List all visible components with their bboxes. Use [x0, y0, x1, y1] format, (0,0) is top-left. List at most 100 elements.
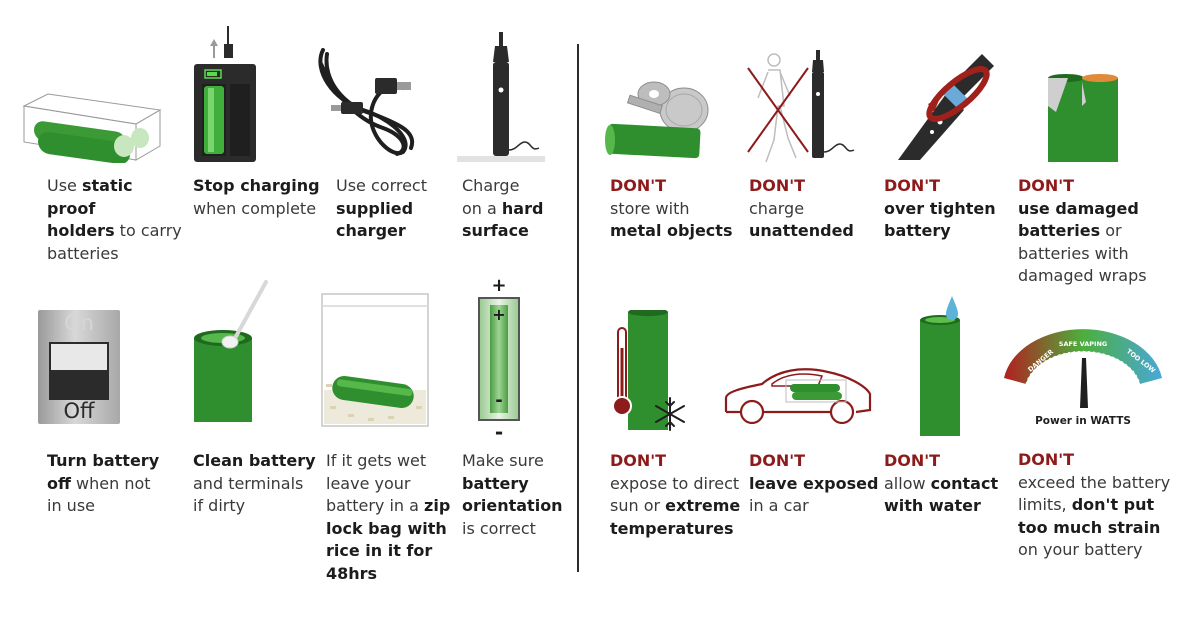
tip-orientation-caption: Make sure battery orientation is correct [462, 450, 563, 540]
tip-static-holders-caption: Use static proof holders to carry batteries [47, 175, 182, 265]
caption-emphasis: with water [884, 496, 981, 515]
dont-label: DON'T [749, 176, 806, 195]
caption-emphasis: battery [884, 221, 951, 240]
caption-emphasis: Clean battery [193, 451, 316, 470]
dont-label: DON'T [610, 176, 667, 195]
caption-emphasis: extreme [665, 496, 741, 515]
battery-body: + - [478, 297, 520, 421]
caption-text: and terminals [193, 473, 304, 493]
switch-on-label: On [64, 311, 94, 335]
terminal-plus-inside: + [492, 305, 506, 324]
caption-text: to carry [114, 221, 182, 240]
caption-text: in a car [749, 496, 809, 515]
terminal-minus-inside: - [495, 390, 503, 411]
charger-icon [194, 26, 256, 162]
caption-text: sun or [610, 496, 666, 515]
caption-text: damaged wraps [1018, 266, 1147, 285]
dont-label: DON'T [884, 451, 941, 470]
caption-text: Make sure [462, 451, 544, 470]
caption-text: on a [462, 198, 502, 218]
vape-pen-charging-icon [457, 32, 545, 162]
caption-emphasis: battery [462, 473, 529, 493]
dont-label: DON'T [884, 176, 941, 195]
tip-hard-surface-caption: Charge on a hard surface [462, 175, 543, 243]
caption-text: leave your [326, 473, 411, 493]
dont-label: DON'T [610, 451, 667, 470]
warn-damaged-caption: DON'T use damaged batteries or batteries wi… [1018, 175, 1147, 288]
caption-text: is correct [462, 518, 536, 538]
caption-emphasis: metal objects [610, 221, 733, 240]
battery-orientation-icon: + + - - [478, 275, 520, 442]
unattended-charging-icon [747, 50, 855, 163]
caption-text: when not [70, 473, 151, 493]
caption-text: batteries [47, 243, 119, 263]
caption-text: battery in a [326, 496, 425, 515]
caption-emphasis: off [47, 473, 71, 493]
caption-emphasis: leave exposed [749, 473, 879, 493]
caption-emphasis: proof [47, 198, 96, 218]
caption-emphasis: holders [47, 221, 115, 240]
usb-cable-icon [318, 48, 415, 156]
warn-car-caption: DON'T leave exposed in a car [749, 450, 878, 518]
dont-label: DON'T [1018, 450, 1075, 469]
battery-inner-cell [490, 305, 508, 413]
caption-emphasis: zip [424, 496, 451, 515]
caption-emphasis: batteries [1018, 221, 1101, 240]
caption-emphasis: orientation [462, 496, 563, 515]
tip-zip-lock-caption: If it gets wet leave your battery in a zip… [326, 450, 450, 585]
caption-text: if dirty [193, 496, 246, 515]
caption-emphasis: supplied [336, 198, 414, 218]
caption-emphasis: static [81, 176, 133, 195]
terminal-plus-outside: + [491, 275, 507, 296]
dont-label: DON'T [749, 451, 806, 470]
gauge-axis-label: Power in WATTS [1035, 415, 1131, 427]
tip-clean-battery-caption: Clean battery and terminals if dirty [193, 450, 316, 518]
caption-emphasis: temperatures [610, 518, 734, 538]
caption-emphasis: over tighten [884, 198, 996, 218]
switch-off-label: Off [63, 399, 95, 423]
caption-emphasis: don't put [1071, 495, 1155, 514]
gauge-zone-safe: SAFE VAPING [1059, 340, 1107, 348]
caption-emphasis: hard [501, 198, 544, 218]
cotton-swab-battery-icon [194, 280, 268, 422]
warn-metal-objects-caption: DON'T store with metal objects [610, 175, 732, 243]
caption-emphasis: too much strain [1018, 517, 1161, 537]
caption-emphasis: rice in it for [326, 541, 433, 560]
caption-text: charge [749, 198, 805, 218]
over-tighten-icon [898, 54, 994, 160]
thermometer-snowflake-icon [612, 310, 685, 431]
caption-text: Use correct [336, 176, 427, 195]
caption-emphasis: 48hrs [326, 563, 378, 583]
caption-text: when complete [193, 198, 317, 218]
caption-text: If it gets wet [326, 451, 427, 470]
caption-text: on your battery [1018, 540, 1143, 559]
caption-text: or [1100, 221, 1122, 240]
caption-text: store with [610, 198, 690, 218]
dont-label: DON'T [1018, 176, 1075, 195]
warn-over-tighten-caption: DON'T over tighten battery [884, 175, 996, 243]
caption-text: Use [47, 176, 82, 195]
warn-temperatures-caption: DON'T expose to direct sun or extreme tempe… [610, 450, 740, 540]
caption-text: allow [884, 473, 931, 493]
caption-emphasis: use damaged [1018, 198, 1139, 218]
water-drop-battery-icon [920, 296, 960, 436]
caption-text: batteries with [1018, 243, 1129, 263]
caption-emphasis: surface [462, 221, 529, 240]
caption-text: exceed the battery [1018, 472, 1171, 492]
caption-text: in use [47, 496, 95, 515]
damaged-batteries-icon [1048, 74, 1118, 162]
wattage-gauge-icon: DANGER SAFE VAPING TOO LOW Power in WATT… [1004, 329, 1162, 427]
caption-text: expose to direct [610, 473, 740, 493]
column-divider [577, 44, 579, 572]
caption-text: Charge [462, 176, 520, 195]
keys-coins-battery-icon [605, 81, 709, 159]
caption-emphasis: Stop charging [193, 176, 320, 195]
caption-emphasis: Turn battery [47, 451, 160, 470]
zip-lock-bag-rice-icon [321, 293, 429, 427]
caption-emphasis: lock bag with [326, 518, 447, 538]
on-off-switch-icon: On Off [38, 310, 120, 424]
